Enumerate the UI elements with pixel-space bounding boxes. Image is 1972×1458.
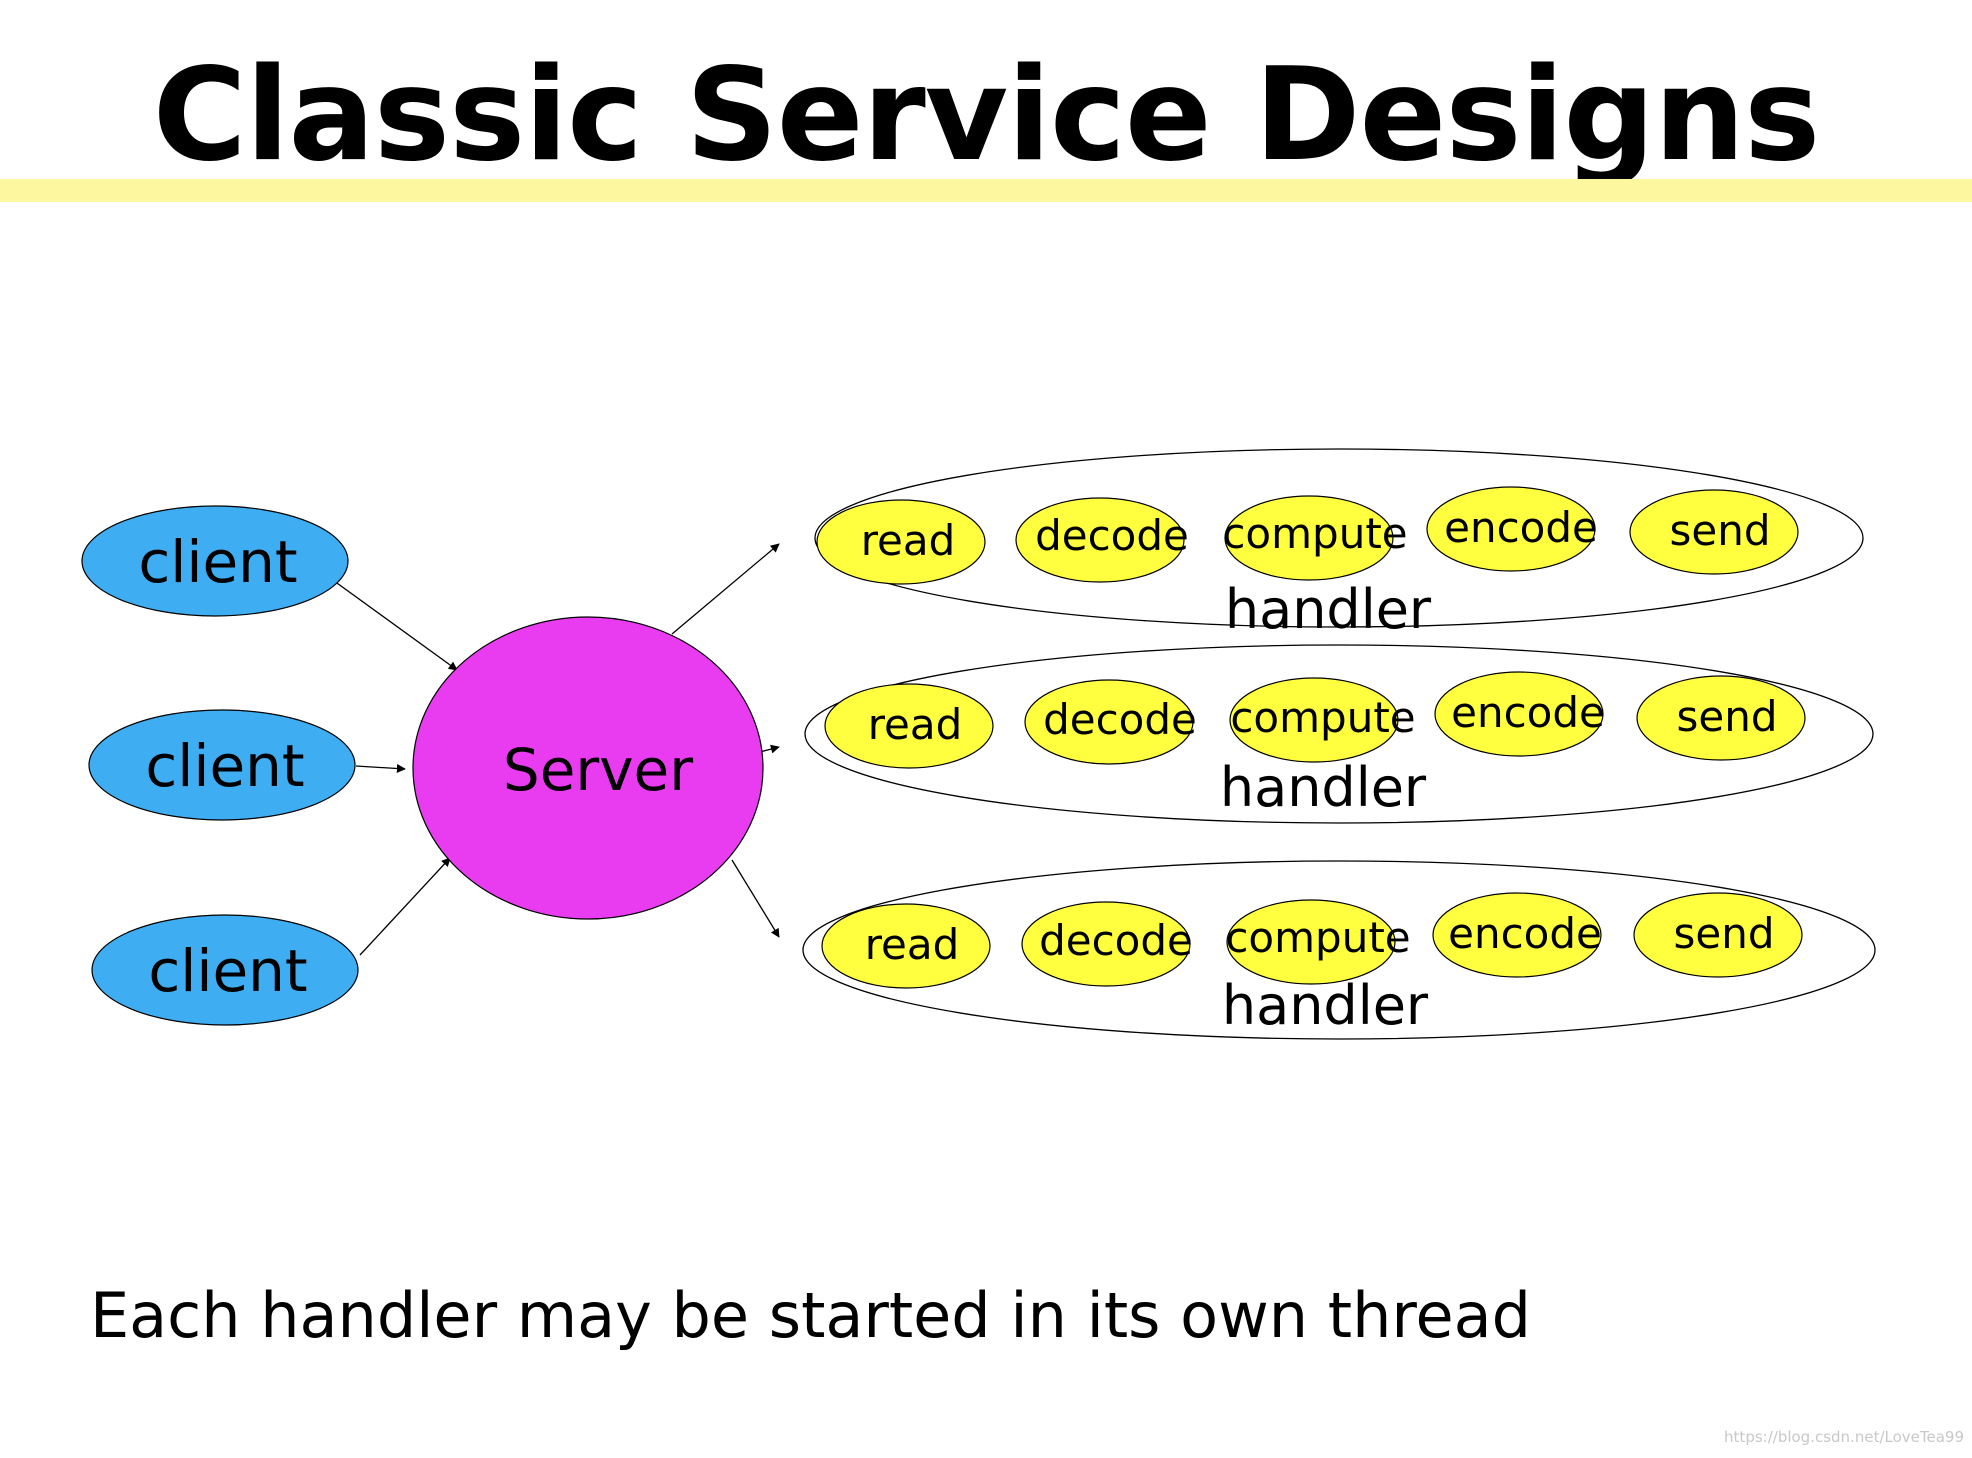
step-node: read (824, 683, 994, 769)
step-label: read (865, 920, 960, 969)
watermark-url: https://blog.csdn.net/LoveTea99 (1724, 1428, 1964, 1446)
step-node: decode (1021, 901, 1193, 987)
step-label: encode (1444, 503, 1598, 552)
arrow-server-to-handler-3 (731, 859, 780, 938)
step-node: compute (1225, 899, 1411, 985)
step-label: compute (1230, 693, 1415, 742)
client-node: client (88, 709, 356, 821)
arrow-server-to-handler-2 (759, 744, 780, 754)
step-node: send (1629, 489, 1799, 575)
arrow-server-to-handler-1 (671, 543, 780, 635)
step-label: read (861, 516, 956, 565)
handler-group: read decode compute encode send handler (814, 448, 1864, 641)
step-node: read (821, 903, 991, 989)
arrow-client-3-to-server (359, 857, 451, 956)
handler-label: handler (1222, 974, 1429, 1037)
handler-outline (814, 448, 1864, 628)
step-label: decode (1039, 916, 1193, 965)
client-label: client (145, 732, 304, 800)
client-node: client (81, 505, 349, 617)
step-label: encode (1448, 909, 1602, 958)
client-node: client (91, 914, 359, 1026)
handler-group: read decode compute encode send handler (804, 644, 1874, 824)
step-label: decode (1035, 511, 1189, 560)
step-node: compute (1222, 495, 1408, 581)
handler-label: handler (1220, 756, 1427, 819)
step-label: send (1673, 909, 1774, 958)
step-label: decode (1043, 695, 1197, 744)
title-underline-bar (0, 179, 1972, 202)
arrow-client-1-to-server (329, 577, 458, 671)
handler-outline (804, 644, 1874, 824)
slide-title: Classic Service Designs (152, 41, 1821, 190)
handler-label: handler (1225, 578, 1432, 641)
handler-group: read decode compute encode send handler (802, 860, 1876, 1040)
step-label: compute (1222, 509, 1407, 558)
step-node: send (1636, 675, 1806, 761)
step-label: compute (1225, 913, 1410, 962)
step-node: encode (1426, 486, 1598, 572)
step-node: send (1633, 892, 1803, 978)
client-label: client (138, 528, 297, 596)
slide-caption: Each handler may be started in its own t… (90, 1279, 1532, 1352)
step-node: decode (1015, 497, 1189, 583)
server-node: Server (412, 616, 764, 920)
client-label: client (148, 937, 307, 1005)
step-label: encode (1451, 688, 1605, 737)
arrow-client-2-to-server (355, 764, 406, 773)
step-node: compute (1229, 677, 1416, 763)
step-label: send (1676, 692, 1777, 741)
step-label: send (1669, 506, 1770, 555)
step-label: read (868, 700, 963, 749)
step-node: encode (1432, 892, 1602, 978)
step-node: decode (1024, 679, 1197, 765)
handler-outline (802, 860, 1876, 1040)
step-node: encode (1434, 671, 1605, 757)
server-label: Server (503, 736, 693, 804)
step-node: read (816, 499, 986, 585)
